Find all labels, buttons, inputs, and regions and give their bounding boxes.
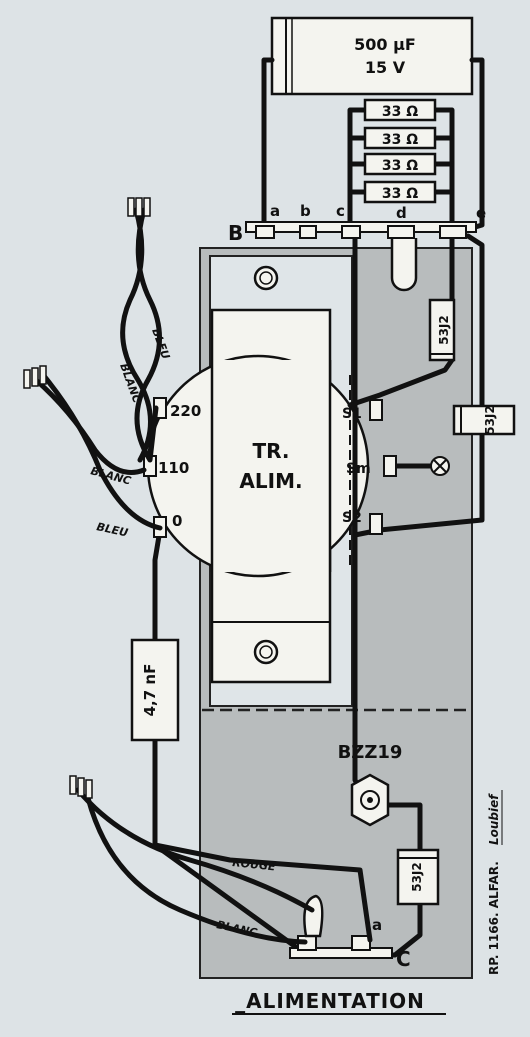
resistor-1-label: 33 Ω xyxy=(382,104,418,120)
resistor-4 xyxy=(363,180,437,204)
wire-bleu-1-label: BLEU xyxy=(149,327,172,361)
lamp-cross-icon xyxy=(433,459,447,473)
diode-53j2-1 xyxy=(428,298,456,362)
wire-ends-left xyxy=(23,365,47,389)
terminal-d-label: d xyxy=(396,204,407,222)
zener-stud-center xyxy=(367,797,373,803)
resistor-4-label: 33 Ω xyxy=(382,186,418,202)
wire-resistor-bus-left xyxy=(347,107,368,233)
terminal-c xyxy=(341,225,361,239)
tap-s2-terminal xyxy=(369,513,383,535)
tap-sm-terminal xyxy=(383,455,397,477)
terminal-e-label: e xyxy=(476,204,486,222)
wire-rouge-to-a xyxy=(152,842,373,943)
capacitor-value-label: 500 μF xyxy=(354,35,416,54)
diode-53j2-2 xyxy=(452,404,516,436)
diode-2-label: 53J2 xyxy=(483,405,497,435)
mounting-hole-right xyxy=(390,238,418,292)
terminal-e xyxy=(439,225,467,239)
terminal-a2-label: a xyxy=(372,916,382,934)
wire-capacitor-minus xyxy=(261,57,275,235)
wire-rouge-label: ROUGE xyxy=(232,856,277,874)
wire-blanc-3 xyxy=(85,795,308,945)
terminal-a xyxy=(255,225,275,239)
signature: Loubief xyxy=(487,793,501,845)
terminal-strip-bottom xyxy=(289,947,393,959)
resistor-2-label: 33 Ω xyxy=(382,132,418,148)
tap-0-label: 0 xyxy=(172,512,182,530)
tap-s1-terminal xyxy=(369,399,383,421)
terminal-b xyxy=(299,225,317,239)
terminal-d xyxy=(387,225,415,239)
point-c-label: C xyxy=(396,947,411,971)
wire-bleu-2 xyxy=(41,373,163,531)
wire-diode1-s1 xyxy=(347,233,455,408)
transformer-inner xyxy=(212,360,330,572)
tap-110-label: 110 xyxy=(158,459,189,477)
capacitor-500uf xyxy=(270,16,474,96)
capacitor-voltage-label: 15 V xyxy=(365,58,406,77)
credit-label: RP. 1166. ALFAR. xyxy=(487,861,501,975)
wire-rouge xyxy=(75,787,315,913)
caption: _ALIMENTATION xyxy=(235,989,425,1013)
transformer-label-1: TR. xyxy=(252,439,289,463)
terminal-a-label: a xyxy=(270,202,280,220)
diode-3-label: 53J2 xyxy=(410,862,424,892)
mounting-hole-top-inner xyxy=(259,271,273,285)
resistor-1 xyxy=(363,98,437,122)
capacitor-4-7nf-label: 4,7 nF xyxy=(141,664,159,717)
mounting-hole-bottom xyxy=(253,639,279,665)
terminal-c-label: c xyxy=(336,202,345,220)
tap-220-label: 220 xyxy=(170,402,201,420)
diode-1-label: 53J2 xyxy=(437,315,451,345)
point-b-label: B xyxy=(228,221,243,245)
tap-s1-label: S1 xyxy=(342,406,362,422)
terminal-b-label: b xyxy=(300,202,311,220)
tap-s2-label: S2 xyxy=(342,510,362,526)
wire-zener-diode xyxy=(375,802,423,863)
wire-blanc-2 xyxy=(33,377,147,475)
fuse-holder xyxy=(303,894,324,938)
tap-sm-label: Sm xyxy=(346,461,371,477)
mounting-hole-top xyxy=(253,265,279,291)
wire-resistor-bus-right xyxy=(432,107,455,228)
wire-bleu-2-label: BLEU xyxy=(95,520,129,539)
mounting-hole-bottom-inner xyxy=(259,645,273,659)
wire-0-capacitor xyxy=(152,527,163,643)
wire-blanc-1 xyxy=(134,207,162,463)
resistor-3-label: 33 Ω xyxy=(382,158,418,174)
resistor-2 xyxy=(363,126,437,150)
wire-ends-top xyxy=(127,197,151,217)
resistor-3 xyxy=(363,152,437,176)
zener-label: BZZ19 xyxy=(338,742,403,763)
terminal-bottom-a xyxy=(351,935,371,951)
wire-bleu-1 xyxy=(120,207,153,463)
transformer-label-2: ALIM. xyxy=(239,469,302,493)
capacitor-4-7nf xyxy=(130,638,180,742)
wire-ends-bottom xyxy=(69,775,93,799)
